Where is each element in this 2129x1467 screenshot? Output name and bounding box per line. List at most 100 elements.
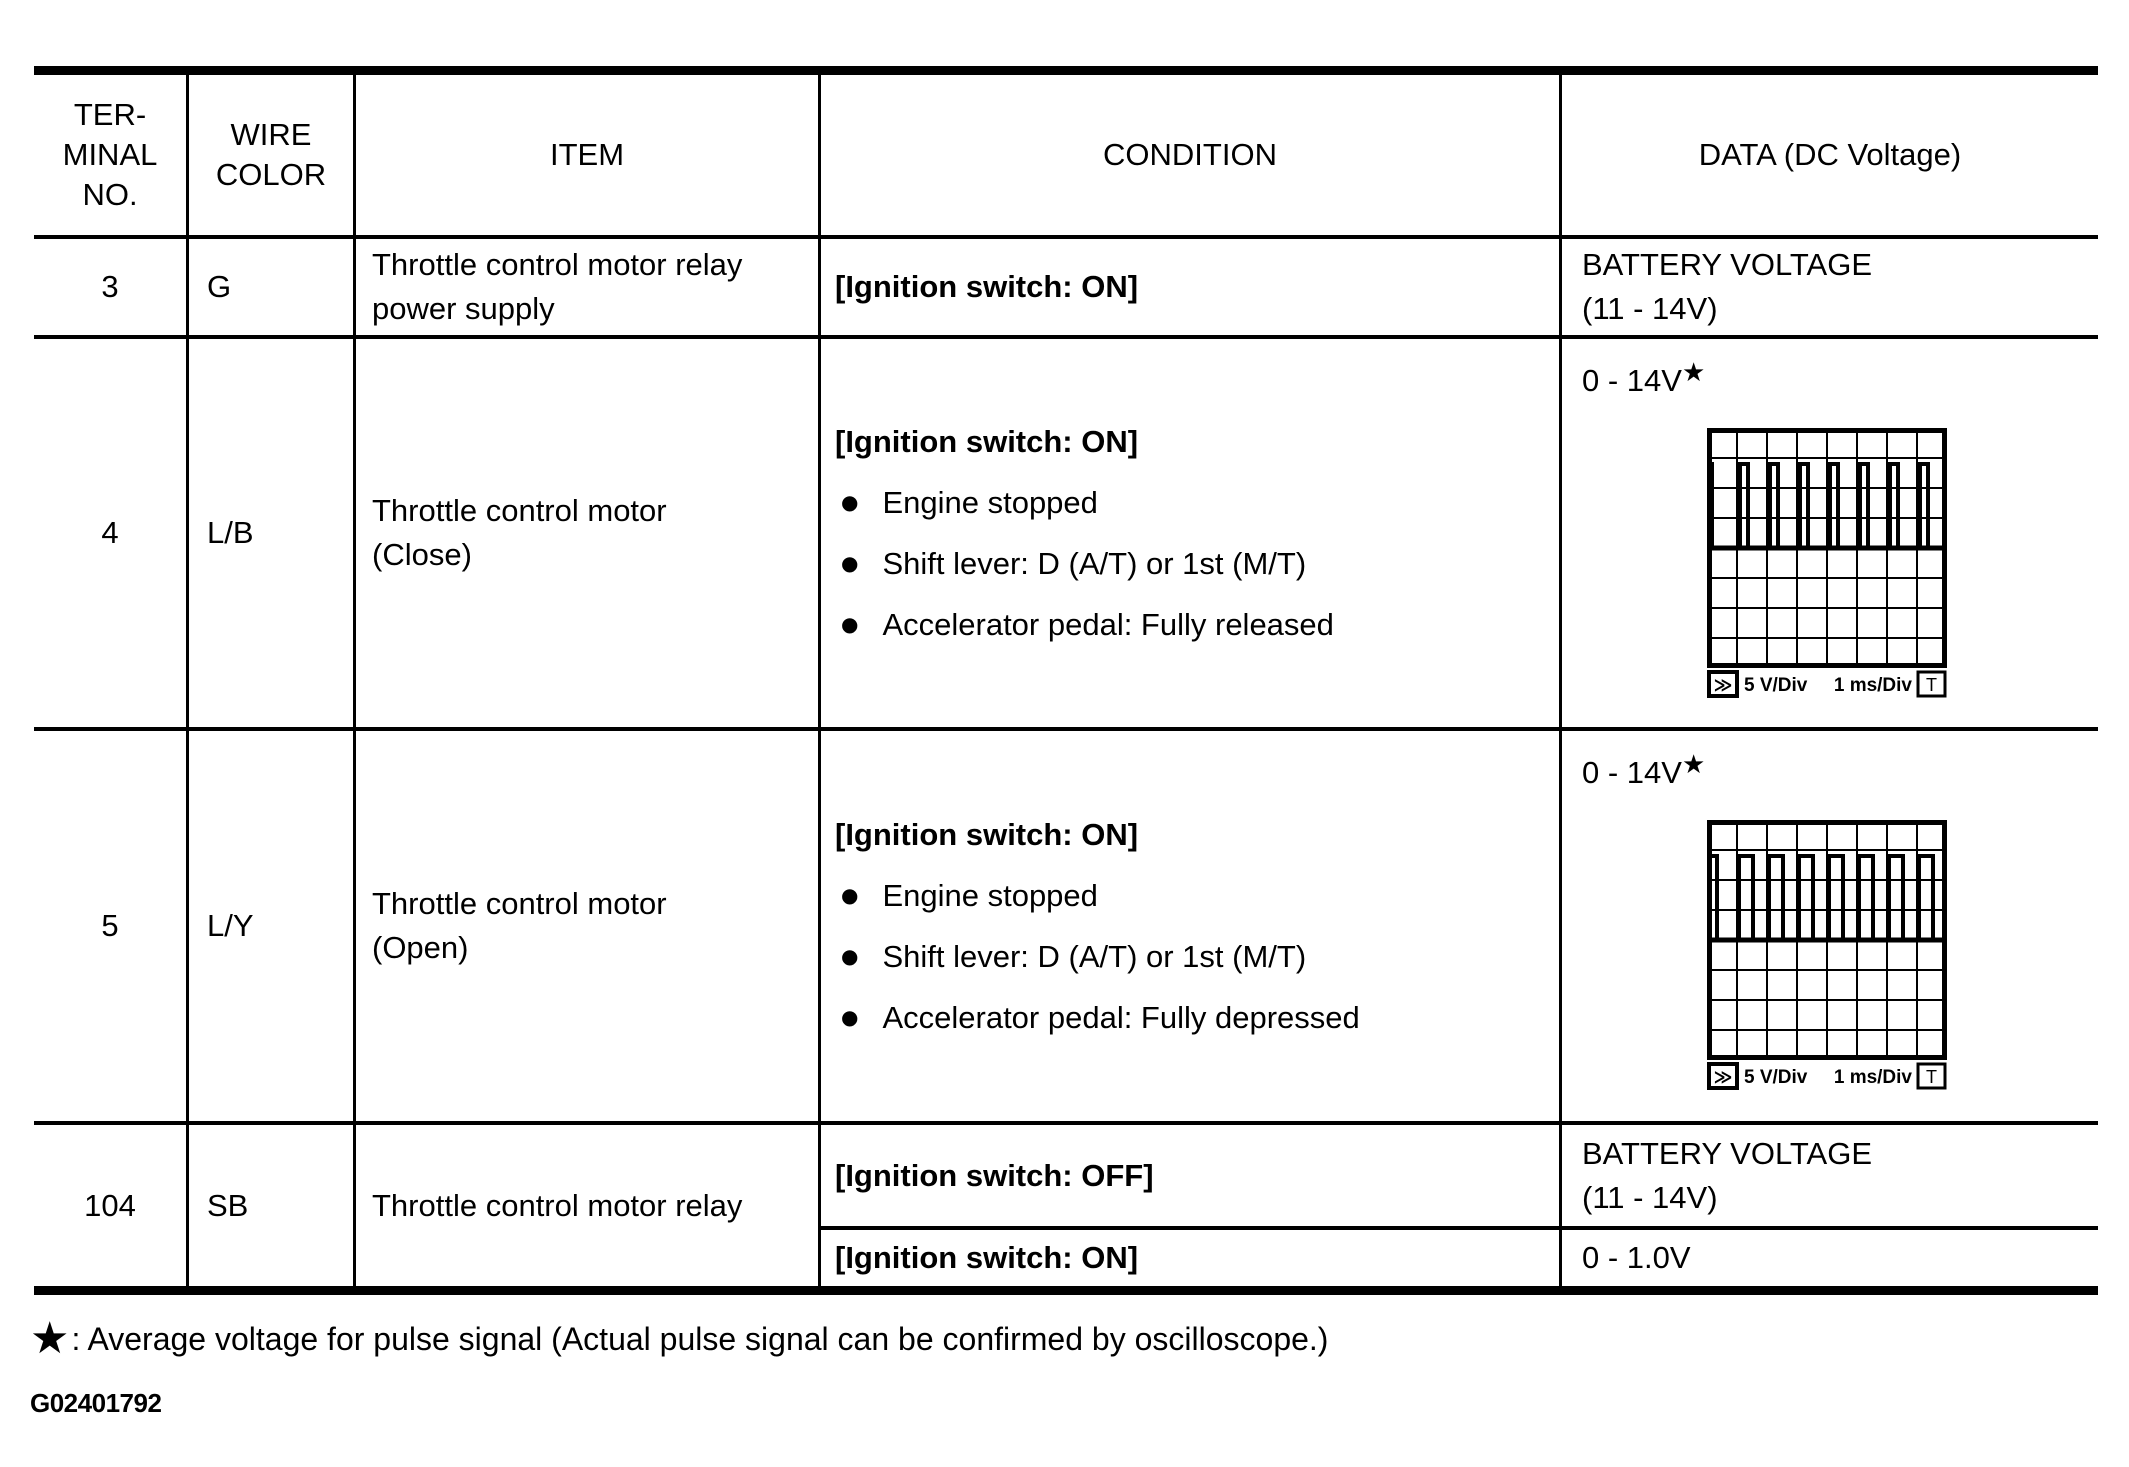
item-line: (Open) (372, 930, 469, 965)
bullet-icon: ● (841, 943, 859, 968)
item-line: Throttle control motor relay (372, 247, 743, 282)
terminal-number: 104 (84, 1187, 136, 1223)
condition-bullet-text: Engine stopped (882, 484, 1098, 520)
col-header-item: ITEM (353, 75, 818, 235)
condition-bullet-item: ● Accelerator pedal: Fully depressed (835, 1000, 1559, 1036)
data-cell: BATTERY VOLTAGE (11 - 14V) (1559, 235, 2098, 335)
terminal-no-cell: 3 (34, 235, 186, 335)
wire-color-cell: L/B (186, 335, 353, 727)
header-line: NO. (82, 177, 138, 212)
header-line: WIRE (230, 117, 312, 152)
terminal-no-cell: 104 (34, 1121, 186, 1286)
wire-color: L/B (207, 515, 254, 550)
data-line: BATTERY VOLTAGE (1582, 1135, 1872, 1171)
col-header-condition: CONDITION (818, 75, 1559, 235)
header-line: ITEM (549, 137, 625, 172)
terminal-no-cell: 5 (34, 727, 186, 1121)
svg-text:5 V/Div: 5 V/Div (1744, 675, 1808, 696)
oscilloscope-open-waveform: ≫ 5 V/Div 1 ms/Div T (1707, 820, 1947, 1090)
footnote-text: : Average voltage for pulse signal (Actu… (71, 1321, 1329, 1357)
wire-color-cell: SB (186, 1121, 353, 1286)
header-line: TER- (73, 97, 147, 132)
header-line: COLOR (215, 157, 327, 192)
condition-cell: [Ignition switch: ON] ● Engine stopped ●… (818, 335, 1559, 727)
star-icon: ★ (1681, 750, 1706, 780)
data-line: (11 - 14V) (1582, 291, 1718, 326)
item-cell: Throttle control motor relay (353, 1121, 818, 1286)
star-icon: ★ (1681, 358, 1706, 388)
wire-color-cell: L/Y (186, 727, 353, 1121)
svg-text:1 ms/Div: 1 ms/Div (1834, 1067, 1913, 1088)
bullet-icon: ● (841, 489, 859, 514)
wire-color-cell: G (186, 235, 353, 335)
data-value-text: 0 - 14V (1582, 755, 1682, 790)
header-line: DATA (DC Voltage) (1698, 137, 1962, 172)
terminal-reference-table: TER- MINAL NO. WIRE COLOR ITEM CONDITION… (34, 66, 2098, 1295)
condition-bullet-text: Accelerator pedal: Fully depressed (882, 999, 1360, 1035)
terminal-number: 4 (101, 515, 119, 550)
svg-text:1 ms/Div: 1 ms/Div (1834, 675, 1913, 696)
bullet-icon: ● (841, 550, 859, 575)
figure-code: G02401792 (30, 1388, 162, 1418)
bullet-icon: ● (841, 882, 859, 907)
item-cell: Throttle control motor (Close) (353, 335, 818, 727)
condition-bullet-item: ● Shift lever: D (A/T) or 1st (M/T) (835, 546, 1559, 582)
item-line: power supply (372, 291, 555, 326)
condition-cell-on: [Ignition switch: ON] (818, 1226, 1559, 1286)
bullet-icon: ● (841, 1004, 859, 1029)
data-cell-off: BATTERY VOLTAGE (11 - 14V) (1559, 1121, 2098, 1226)
data-cell: 0 - 14V★ ≫ 5 V/Div 1 ms/Div T (1559, 335, 2098, 727)
header-line: CONDITION (1103, 137, 1277, 172)
bullet-icon: ● (841, 611, 859, 636)
wire-color: L/Y (207, 908, 254, 943)
svg-text:T: T (1926, 675, 1937, 695)
item-line: Throttle control motor relay (372, 1187, 743, 1223)
item-line: Throttle control motor (372, 886, 667, 921)
oscilloscope-close-waveform: ≫ 5 V/Div 1 ms/Div T (1707, 428, 1947, 698)
condition-bullet-text: Shift lever: D (A/T) or 1st (M/T) (882, 938, 1307, 974)
condition-bullet-item: ● Engine stopped (835, 878, 1559, 914)
wire-color: G (207, 269, 232, 304)
condition-bullet-item: ● Accelerator pedal: Fully released (835, 607, 1559, 643)
condition-bullet-item: ● Shift lever: D (A/T) or 1st (M/T) (835, 939, 1559, 975)
item-cell: Throttle control motor (Open) (353, 727, 818, 1121)
condition-main: [Ignition switch: ON] (835, 1240, 1139, 1275)
condition-bullet-text: Shift lever: D (A/T) or 1st (M/T) (882, 545, 1307, 581)
col-header-terminal-no-text: TER- MINAL NO. (63, 95, 158, 215)
item-line: (Close) (372, 537, 472, 572)
header-line: MINAL (62, 137, 158, 172)
condition-cell: [Ignition switch: ON] ● Engine stopped ●… (818, 727, 1559, 1121)
condition-main: [Ignition switch: ON] (835, 816, 1139, 852)
data-line: BATTERY VOLTAGE (1582, 247, 1872, 282)
terminal-number: 5 (101, 908, 119, 943)
condition-main: [Ignition switch: ON] (835, 423, 1139, 459)
condition-main: [Ignition switch: ON] (835, 269, 1139, 304)
data-cell: 0 - 14V★ ≫ 5 V/Div 1 ms/Div T (1559, 727, 2098, 1121)
svg-text:≫: ≫ (1714, 1067, 1733, 1088)
data-value-text: 0 - 14V (1582, 363, 1682, 398)
col-header-wire-color: WIRE COLOR (186, 75, 353, 235)
svg-text:T: T (1926, 1067, 1937, 1087)
condition-cell: [Ignition switch: ON] (818, 235, 1559, 335)
condition-cell-off: [Ignition switch: OFF] (818, 1121, 1559, 1226)
terminal-number: 3 (101, 269, 119, 304)
col-header-terminal-no: TER- MINAL NO. (34, 75, 186, 235)
condition-main: [Ignition switch: OFF] (835, 1157, 1154, 1193)
data-cell-on: 0 - 1.0V (1559, 1226, 2098, 1286)
footnote: ★ : Average voltage for pulse signal (Ac… (30, 1310, 1329, 1364)
svg-text:5 V/Div: 5 V/Div (1744, 1067, 1808, 1088)
data-line: 0 - 1.0V (1582, 1240, 1691, 1275)
col-header-data: DATA (DC Voltage) (1559, 75, 2098, 235)
item-cell: Throttle control motor relay power suppl… (353, 235, 818, 335)
terminal-no-cell: 4 (34, 335, 186, 727)
data-voltage-range: 0 - 14V★ (1582, 358, 2098, 401)
data-voltage-range: 0 - 14V★ (1582, 750, 2098, 793)
svg-text:≫: ≫ (1714, 675, 1733, 696)
wire-color: SB (207, 1187, 249, 1223)
condition-bullet-text: Engine stopped (882, 877, 1098, 913)
condition-bullet-text: Accelerator pedal: Fully released (882, 606, 1334, 642)
item-line: Throttle control motor (372, 493, 667, 528)
col-header-wire-color-text: WIRE COLOR (216, 115, 326, 195)
condition-bullet-item: ● Engine stopped (835, 485, 1559, 521)
data-line: (11 - 14V) (1582, 1179, 1718, 1215)
